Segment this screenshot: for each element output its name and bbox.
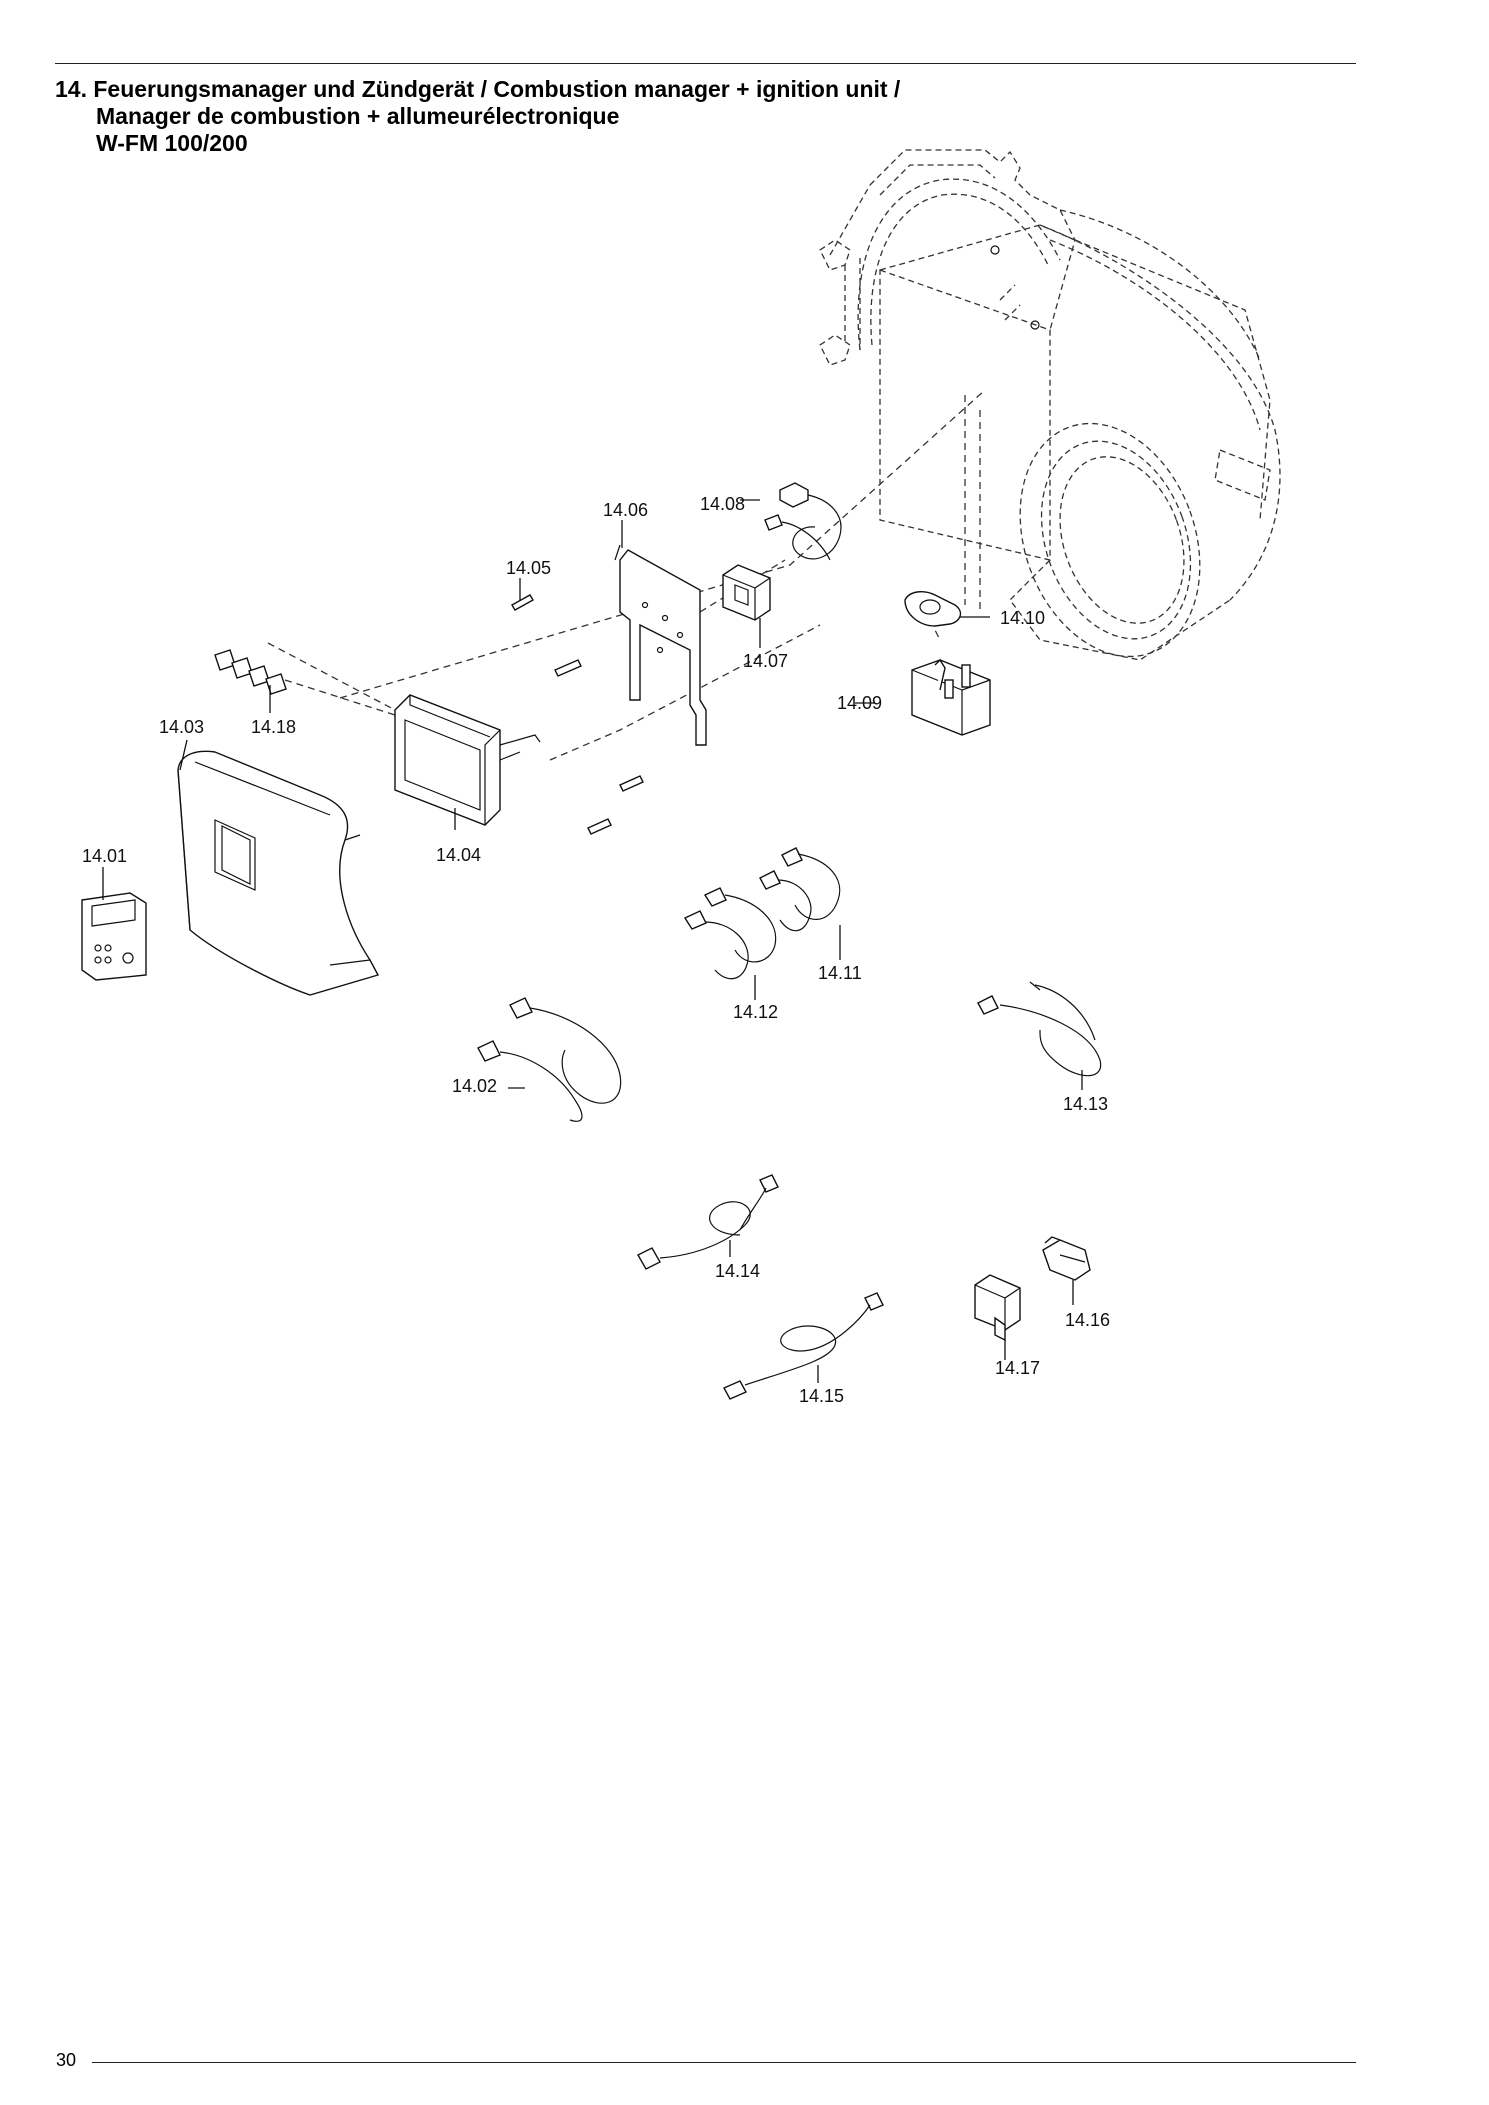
part-14-18-connectors [214, 649, 396, 716]
part-14-12-cable [683, 887, 777, 980]
part-14-16-plug [1042, 1236, 1091, 1281]
label-14-13: 14.13 [1063, 1094, 1108, 1114]
top-rule [55, 63, 1356, 64]
part-14-15-cable [723, 1292, 884, 1400]
label-14-18: 14.18 [251, 717, 296, 737]
part-14-08-cable [764, 482, 842, 561]
leader-lines [102, 499, 1083, 1383]
part-14-04-manager [394, 694, 541, 826]
page-number: 30 [56, 2050, 77, 2070]
part-14-05-spacers [511, 594, 644, 835]
bottom-rule [92, 2062, 1356, 2063]
part-14-09-terminal-box [911, 658, 991, 736]
part-14-17-plug [974, 1274, 1021, 1342]
label-14-07: 14.07 [743, 651, 788, 671]
label-14-06: 14.06 [603, 500, 648, 520]
page-title: 14. Feuerungsmanager und Zündgerät / Com… [55, 76, 900, 157]
label-14-01: 14.01 [82, 846, 127, 866]
part-14-01-display [81, 892, 147, 981]
label-14-03: 14.03 [159, 717, 204, 737]
label-14-02: 14.02 [452, 1076, 497, 1096]
part-14-14-cable [637, 1174, 779, 1270]
label-14-12: 14.12 [733, 1002, 778, 1022]
label-14-08: 14.08 [700, 494, 745, 514]
label-14-04: 14.04 [436, 845, 481, 865]
part-14-13-cable [977, 981, 1102, 1077]
label-14-10: 14.10 [1000, 608, 1045, 628]
label-14-05: 14.05 [506, 558, 551, 578]
part-14-10-gasket [904, 591, 962, 627]
label-14-17: 14.17 [995, 1358, 1040, 1378]
label-14-09: 14.09 [837, 693, 882, 713]
part-14-03-cover [177, 750, 380, 996]
title-line-2: Manager de combustion + allumeurélectron… [96, 103, 620, 129]
label-14-16: 14.16 [1065, 1310, 1110, 1330]
label-14-11: 14.11 [818, 963, 862, 983]
part-14-02-cable [477, 997, 622, 1122]
title-line-1: 14. Feuerungsmanager und Zündgerät / Com… [55, 76, 901, 102]
part-14-11-cable [759, 847, 841, 932]
title-line-3: W-FM 100/200 [96, 130, 248, 156]
part-14-06-mounting-plate [614, 544, 707, 746]
label-14-14: 14.14 [715, 1261, 760, 1281]
label-14-15: 14.15 [799, 1386, 844, 1406]
part-labels: 14.01 14.02 14.03 14.04 14.05 14.06 14.0… [82, 494, 1110, 1406]
part-14-07-ignition-unit [722, 564, 771, 621]
burner-housing-ghost [819, 149, 1281, 661]
